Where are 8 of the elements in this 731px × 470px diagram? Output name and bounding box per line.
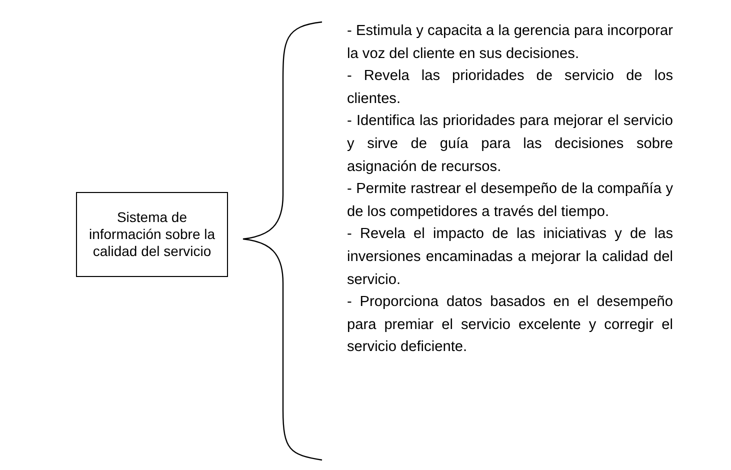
- list-item: - Proporciona datos basados en el desempeño para premiar el servicio excelente y corregir el servicio deficiente.: [347, 293, 673, 358]
- list-item: - Permite rastrear el desempeño de la compañía y de los competidores a través del tiempo.: [347, 180, 673, 222]
- list-item: - Estimula y capacita a la gerencia para incorporar la voz del cliente en sus decisiones.: [347, 22, 673, 64]
- box-text: Sistema de información sobre la calidad del servicio: [88, 209, 216, 260]
- list-item: - Revela las prioridades de servicio de los clientes.: [347, 67, 673, 109]
- list-item: - Identifica las prioridades para mejorar el servicio y sirve de guía para las decisiones sobre asignación de recursos.: [347, 112, 673, 177]
- list-item: - Revela el impacto de las iniciativas y de las inversiones encaminadas a mejorar la calidad del servicio.: [347, 225, 673, 290]
- concept-box: [76, 192, 228, 277]
